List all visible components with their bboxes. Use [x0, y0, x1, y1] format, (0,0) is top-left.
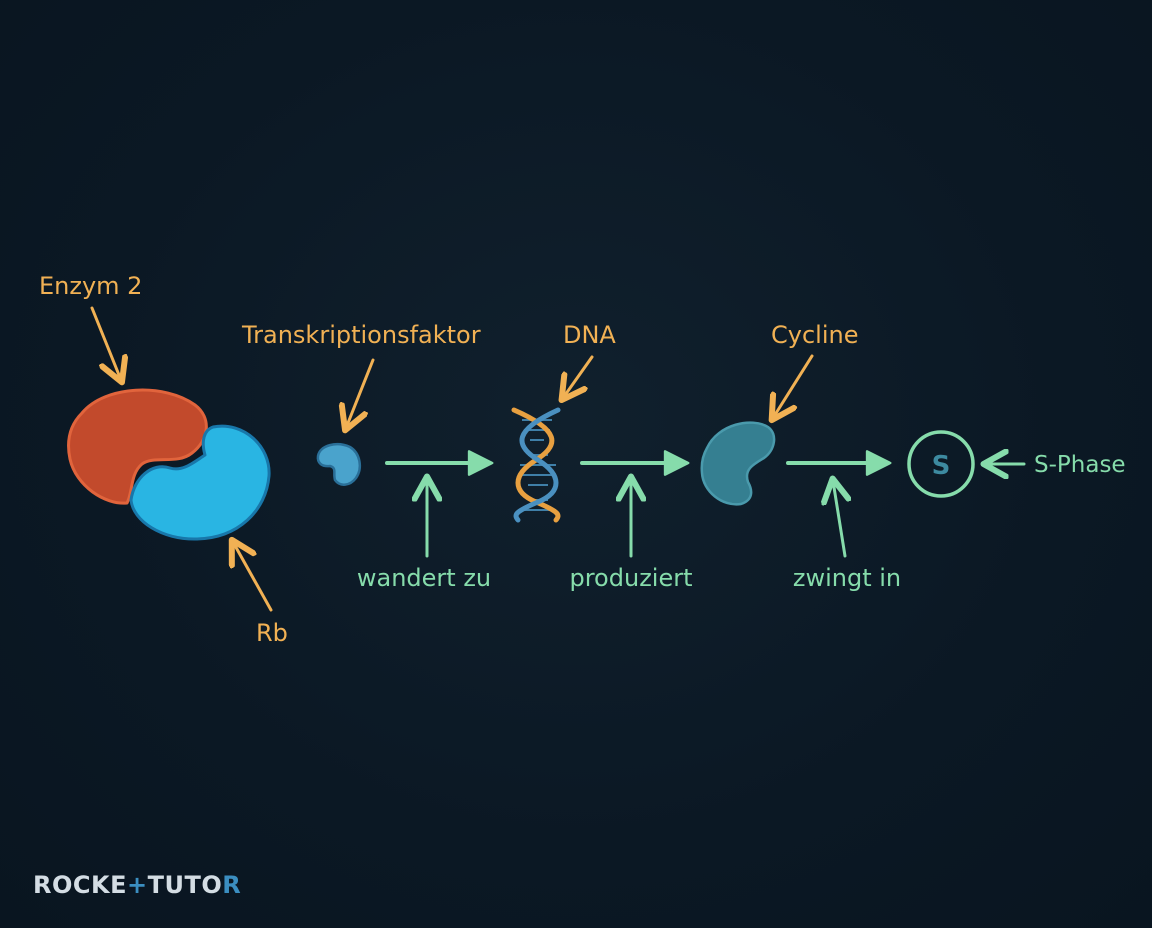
logo-plus: +	[127, 871, 148, 899]
rb-pointer-arrow	[233, 542, 273, 612]
cycline-label: Cycline	[771, 321, 858, 349]
rb-protein	[129, 424, 271, 541]
produziert-label: produziert	[569, 564, 692, 592]
transkriptionsfaktor-protein	[316, 443, 362, 486]
wandert-zu-label: wandert zu	[357, 564, 491, 592]
cycline-pointer-arrow	[773, 354, 814, 418]
enzym-pointer-arrow	[90, 306, 121, 380]
s-phase-letter: S	[932, 451, 951, 481]
s-phase-symbol: S	[907, 430, 975, 498]
rb-label: Rb	[256, 619, 288, 647]
cycline-protein	[700, 421, 776, 506]
rocketutor-logo: ROCKE+TUTOR	[33, 871, 241, 899]
logo-part-rocke: ROCKE	[33, 871, 127, 899]
dna-helix	[511, 407, 561, 523]
zwingt-in-label: zwingt in	[793, 564, 901, 592]
zwingt-in-pointer-arrow	[833, 481, 845, 558]
logo-part-tuto: TUTO	[148, 871, 223, 899]
svg-text:ROCKE+TUTOR: ROCKE+TUTOR	[33, 871, 241, 899]
dna-label: DNA	[563, 321, 616, 349]
enzym-label: Enzym 2	[39, 272, 142, 300]
s-phase-label: S-Phase	[1034, 452, 1126, 478]
enzym-2-protein	[67, 388, 208, 505]
transkriptionsfaktor-label: Transkriptionsfaktor	[241, 321, 481, 349]
transkriptionsfaktor-pointer-arrow	[346, 358, 375, 428]
dna-pointer-arrow	[563, 355, 594, 398]
logo-part-r: R	[222, 871, 241, 899]
